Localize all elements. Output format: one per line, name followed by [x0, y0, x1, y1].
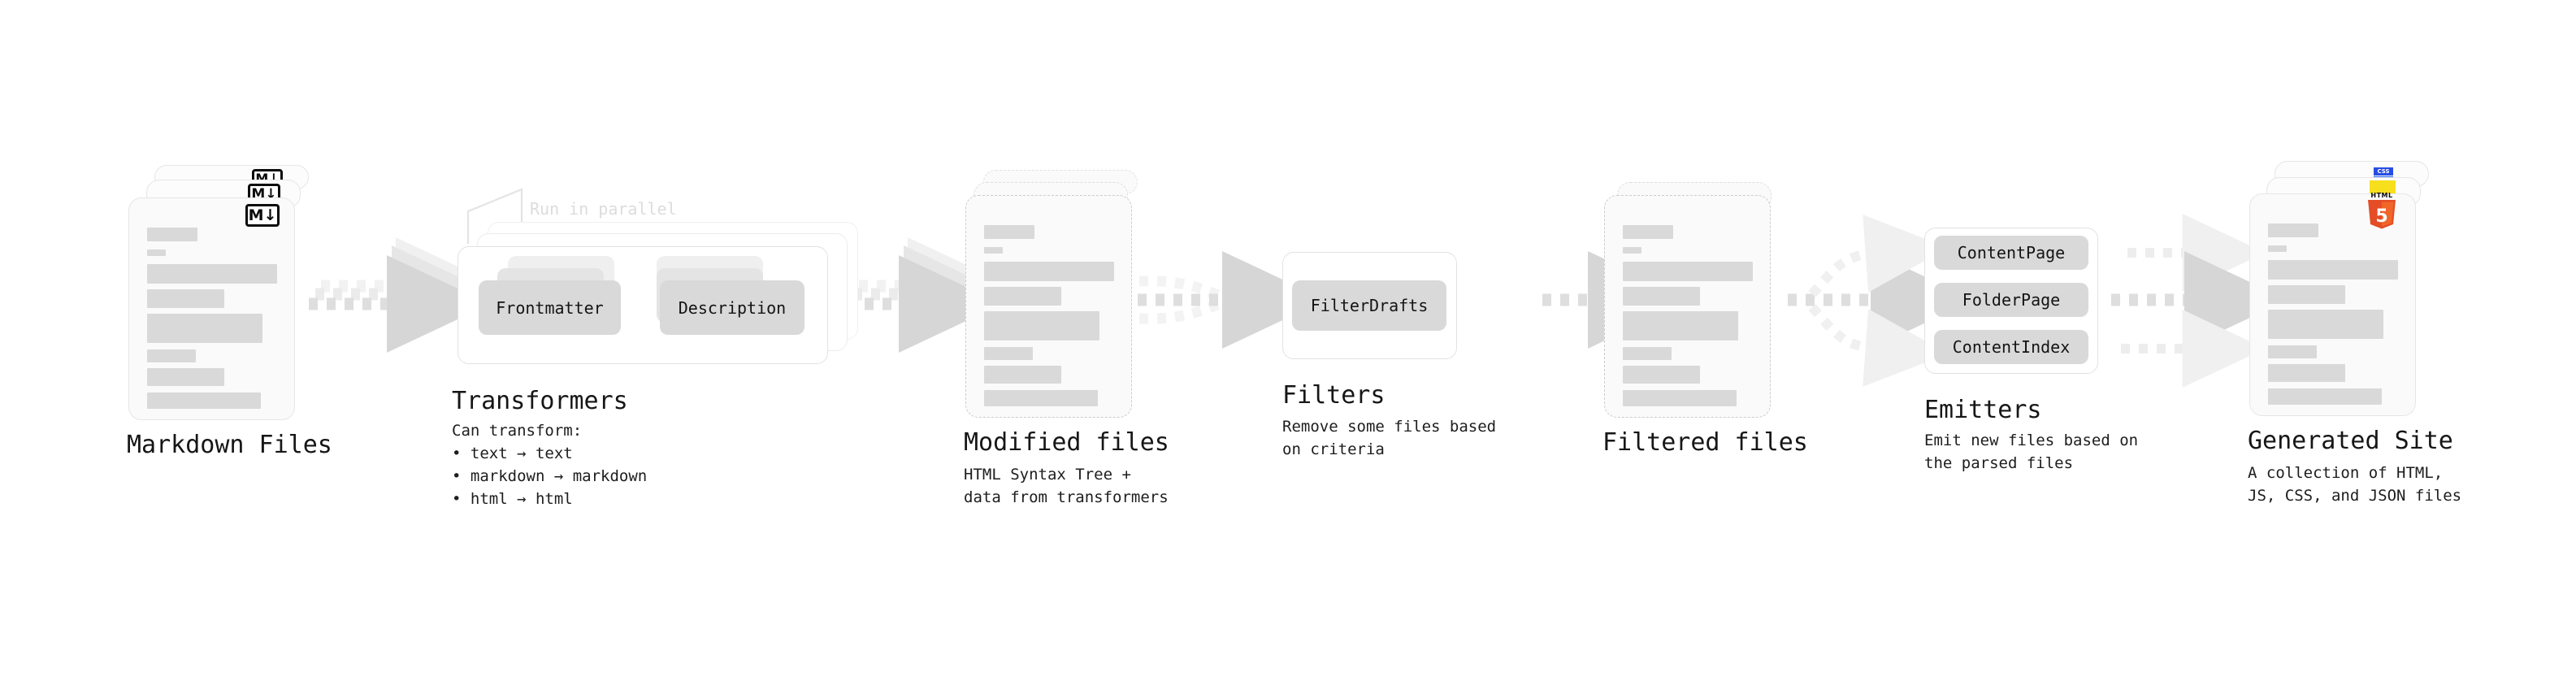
modified-card-front — [965, 195, 1132, 418]
doc-bar — [984, 311, 1099, 340]
arrow-emitters-to-site — [2111, 214, 2288, 388]
doc-bar — [1623, 366, 1700, 384]
emitter-node-contentpage[interactable]: ContentPage — [1934, 236, 2088, 270]
doc-bar — [1623, 225, 1673, 239]
transformer-node-description[interactable]: Description — [660, 280, 804, 335]
arrow-modified-to-filters — [1138, 251, 1326, 349]
stage-subtext-transformers: Can transform: • text → text • markdown … — [452, 422, 648, 508]
doc-bar — [1623, 247, 1641, 254]
doc-bar — [147, 228, 197, 241]
stage-subtext-modified-files: HTML Syntax Tree + data from transformer… — [964, 466, 1169, 506]
markdown-icon: M↓ — [245, 204, 280, 227]
doc-bar — [984, 225, 1034, 239]
doc-bar — [1623, 262, 1753, 281]
doc-bar — [984, 247, 1003, 254]
site-card-front — [2249, 193, 2416, 416]
doc-bar — [147, 368, 224, 386]
emitter-node-contentindex[interactable]: ContentIndex — [1934, 330, 2088, 364]
stage-heading-modified-files: Modified files — [964, 428, 1169, 457]
markdown-card-front — [128, 197, 295, 420]
stage-heading-emitters: Emitters — [1924, 396, 2042, 424]
doc-bar — [147, 349, 196, 362]
stage-subtext-emitters: Emit new files based on the parsed files — [1924, 432, 2139, 472]
doc-bar — [2268, 245, 2287, 252]
doc-bar — [147, 393, 261, 409]
html5-icon-word: HTML — [2370, 192, 2393, 199]
arrow-markdown-to-transformers — [309, 237, 500, 353]
doc-bar — [1623, 347, 1672, 360]
doc-bar — [984, 347, 1033, 360]
doc-bar — [984, 287, 1061, 306]
doc-bar — [2268, 364, 2345, 382]
doc-bar — [1623, 311, 1738, 340]
svg-text:5: 5 — [2375, 206, 2387, 227]
filter-node-filterdrafts[interactable]: FilterDrafts — [1292, 280, 1446, 331]
doc-bar — [1623, 390, 1737, 406]
stage-heading-transformers: Transformers — [452, 387, 628, 415]
markdown-icon-glyph-back1: M↓ — [251, 185, 277, 202]
doc-bar — [2268, 260, 2398, 280]
doc-bar — [2268, 285, 2345, 304]
doc-bar — [984, 262, 1114, 281]
doc-bar — [1623, 287, 1700, 306]
emitter-node-folderpage[interactable]: FolderPage — [1934, 283, 2088, 317]
transformer-node-frontmatter[interactable]: Frontmatter — [479, 280, 621, 335]
doc-bar — [984, 390, 1098, 406]
doc-bar — [147, 289, 224, 308]
stage-heading-generated-site: Generated Site — [2248, 427, 2453, 455]
arrow-filtered-to-emitters — [1788, 215, 1975, 387]
stage-heading-filtered-files: Filtered files — [1602, 428, 1808, 457]
run-in-parallel-label: Run in parallel — [530, 199, 677, 219]
doc-bar — [2268, 223, 2318, 237]
html5-icon: HTML 5 — [2366, 192, 2398, 231]
doc-bar — [147, 314, 262, 343]
doc-bar — [147, 264, 277, 284]
doc-bar — [2268, 345, 2317, 358]
css-icon-label: CSS — [2374, 167, 2393, 176]
stage-heading-filters: Filters — [1282, 381, 1386, 410]
stage-subtext-filters: Remove some files based on criteria — [1282, 418, 1497, 458]
doc-bar — [2268, 388, 2382, 405]
doc-bar — [147, 249, 166, 256]
filtered-card-front — [1604, 195, 1771, 418]
doc-bar — [2268, 310, 2383, 339]
stage-subtext-generated-site: A collection of HTML, JS, CSS, and JSON … — [2248, 464, 2462, 505]
doc-bar — [984, 366, 1061, 384]
stage-heading-markdown-files: Markdown Files — [127, 431, 332, 459]
markdown-icon-glyph: M↓ — [248, 206, 277, 224]
